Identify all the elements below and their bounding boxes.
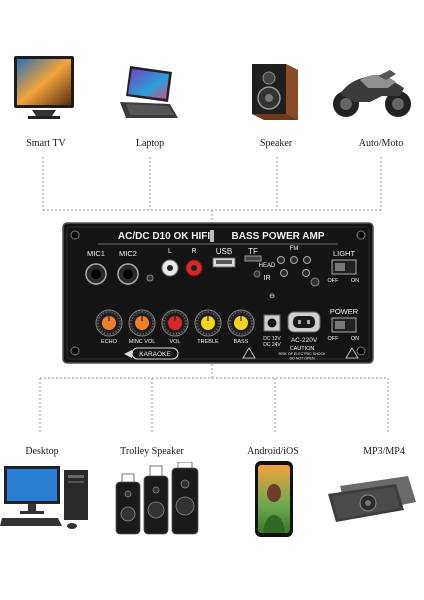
power-on-label: ON	[351, 336, 359, 342]
rca-right-jack[interactable]	[185, 259, 203, 277]
rca-l-label: L	[168, 248, 172, 255]
knob-echo[interactable]	[95, 309, 123, 337]
repeat-button[interactable]	[302, 269, 310, 277]
knob-label: VOL	[169, 339, 180, 345]
play-pause-button[interactable]	[280, 269, 288, 277]
power-off-label: OFF	[328, 336, 340, 342]
caution-label: CAUTION	[290, 346, 315, 352]
light-label: LIGHT	[333, 249, 356, 258]
light-on-label: ON	[351, 278, 359, 284]
screw-hole-icon	[356, 346, 366, 356]
panel-title-right: BASS POWER AMP	[232, 231, 325, 242]
knob-label: TREBLE	[197, 339, 219, 345]
dc-24v-label: DC 24V	[263, 342, 281, 348]
ir-label: IR	[264, 275, 271, 282]
screw-hole-icon	[70, 346, 80, 356]
knob-label: BASS	[234, 339, 249, 345]
usb-label: USB	[216, 247, 232, 256]
desktop-icon	[0, 462, 92, 532]
mp3-player-icon	[326, 472, 418, 532]
warning-icon	[242, 347, 359, 359]
knob-treble[interactable]	[194, 309, 222, 337]
dc-12v-label: DC 12V	[263, 336, 281, 342]
head-label: HEAD	[259, 263, 276, 269]
prev-button[interactable]	[277, 256, 285, 264]
device-label-android-ios: Android/iOS	[247, 446, 299, 457]
screw-hole-icon	[356, 230, 366, 240]
caution-sub1: RISK OF ELECTRIC SHOCK	[279, 352, 327, 356]
karaoke-badge: KARAOKE	[124, 347, 179, 360]
knob-label: MINC VOL	[129, 339, 156, 345]
device-label-auto-moto: Auto/Moto	[358, 138, 404, 149]
next-button[interactable]	[303, 256, 311, 264]
mic1-label: MIC1	[87, 249, 105, 258]
device-label-laptop: Laptop	[135, 138, 165, 149]
ac-label: AC-220V	[291, 337, 318, 344]
svg-text:KARAOKE: KARAOKE	[139, 351, 171, 358]
speaker-icon	[244, 60, 304, 124]
device-label-smart-tv: Smart TV	[26, 138, 66, 149]
tf-card-slot[interactable]	[244, 255, 262, 262]
mic2-label: MIC2	[119, 249, 137, 258]
screw-hole-icon	[70, 230, 80, 240]
knob-minc-vol[interactable]	[128, 309, 156, 337]
motorcycle-icon	[330, 66, 414, 120]
device-label-desktop: Desktop	[25, 446, 59, 457]
device-label-trolley-speaker: Trolley Speaker	[120, 446, 184, 457]
knob-vol[interactable]	[161, 309, 189, 337]
device-label-speaker: Speaker	[259, 138, 293, 149]
mode-button[interactable]	[290, 256, 298, 264]
dc-power-jack[interactable]	[263, 314, 281, 332]
light-off-label: OFF	[328, 278, 340, 284]
knob-label: ECHO	[101, 339, 118, 345]
tv-icon	[12, 52, 76, 124]
fm-label: FM	[290, 246, 299, 252]
svg-text:⊖: ⊖	[269, 293, 275, 300]
amplifier-panel: AC/DC D10 OK HIFI BASS POWER AMP MIC1 MI…	[62, 222, 374, 364]
device-label-mp3-mp4: MP3/MP4	[363, 446, 405, 457]
power-label: POWER	[330, 307, 359, 316]
rca-left-jack[interactable]	[161, 259, 179, 277]
knob-row: ECHO MINC VOL VOL TREBLE BASS	[95, 309, 255, 345]
smartphone-icon	[253, 459, 295, 539]
knob-bass[interactable]	[227, 309, 255, 337]
mic2-jack[interactable]	[117, 263, 139, 285]
trolley-speaker-icon	[112, 462, 202, 538]
mic1-jack[interactable]	[85, 263, 107, 285]
ac-power-socket[interactable]	[287, 311, 321, 333]
caution-sub2: DO NOT OPEN	[289, 357, 314, 361]
laptop-icon	[116, 62, 182, 122]
tf-label: TF	[248, 247, 258, 256]
rca-r-label: R	[191, 248, 196, 255]
panel-title-left: AC/DC D10 OK HIFI	[118, 231, 210, 242]
